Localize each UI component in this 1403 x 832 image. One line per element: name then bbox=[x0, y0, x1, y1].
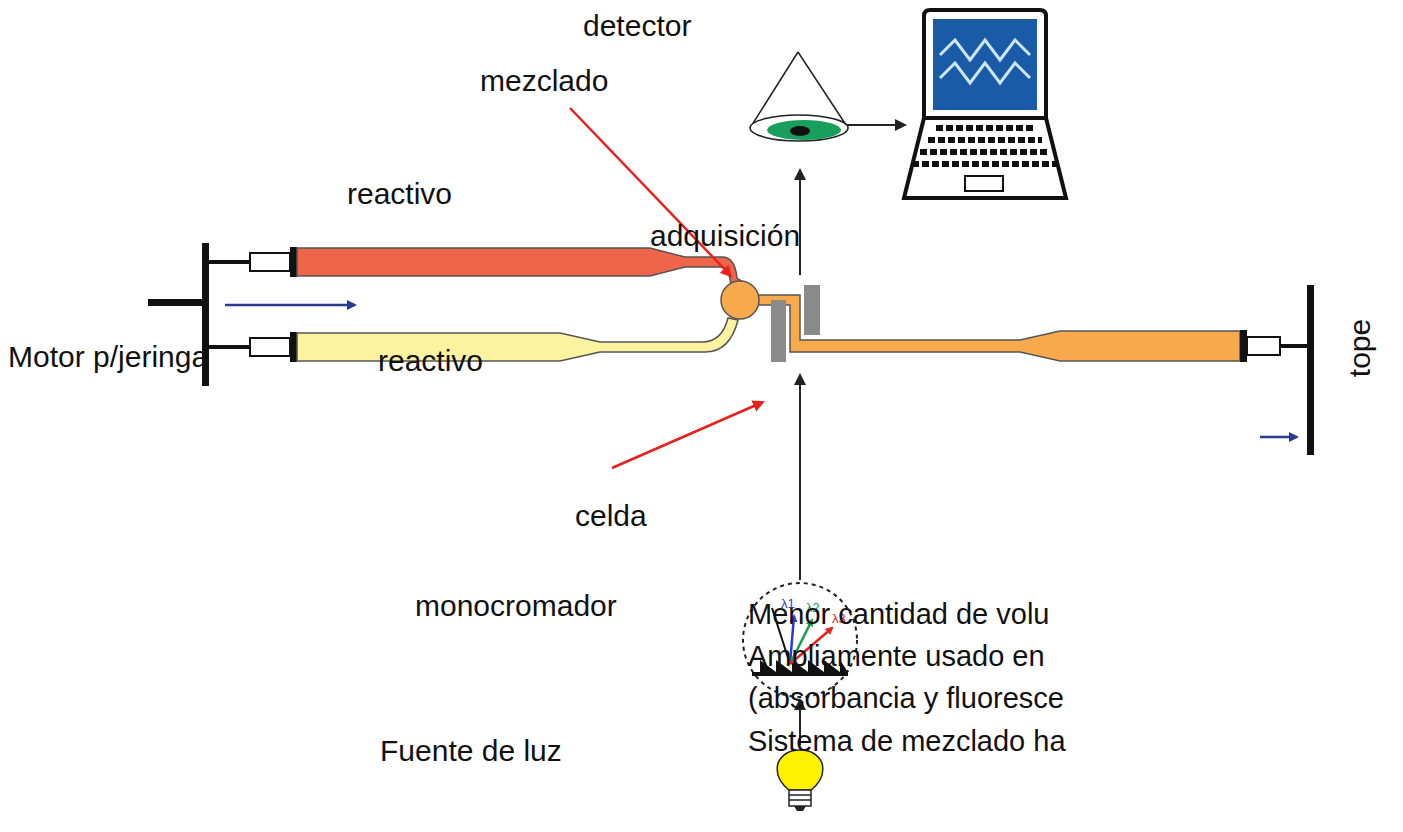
part-label: detector bbox=[583, 8, 691, 44]
leader-arrow bbox=[612, 402, 763, 468]
motion-arrow bbox=[225, 304, 355, 307]
part-label: reactivo bbox=[347, 176, 452, 212]
part-label: celda bbox=[575, 498, 647, 534]
motion-arrow bbox=[1260, 436, 1297, 439]
part-label: monocromador bbox=[415, 588, 617, 624]
detector-icon bbox=[750, 52, 848, 141]
reagent-syringe bbox=[297, 248, 743, 285]
note-text: Sistema de mezclado ha bbox=[748, 724, 1066, 759]
part-label: tope bbox=[1342, 319, 1378, 377]
part-label: adquisición bbox=[650, 218, 800, 254]
light-bulb-icon bbox=[777, 750, 823, 811]
note-text: (absorbancia y fluoresce bbox=[748, 681, 1064, 716]
mixer bbox=[721, 281, 759, 319]
note-text: Ampliamente usado en bbox=[748, 639, 1045, 674]
part-label: mezclado bbox=[480, 63, 608, 99]
observation-cell bbox=[771, 285, 820, 362]
part-label: Motor p/jeringa bbox=[8, 339, 208, 375]
part-label: reactivo bbox=[378, 343, 483, 379]
stop-plate bbox=[1240, 285, 1314, 455]
note-text: Menor cantidad de volu bbox=[748, 597, 1049, 632]
waste-syringe bbox=[752, 295, 1240, 361]
laptop-icon bbox=[904, 10, 1066, 198]
part-label: Fuente de luz bbox=[380, 733, 562, 769]
light-arrow bbox=[799, 375, 801, 580]
reagent-syringe bbox=[297, 318, 738, 361]
